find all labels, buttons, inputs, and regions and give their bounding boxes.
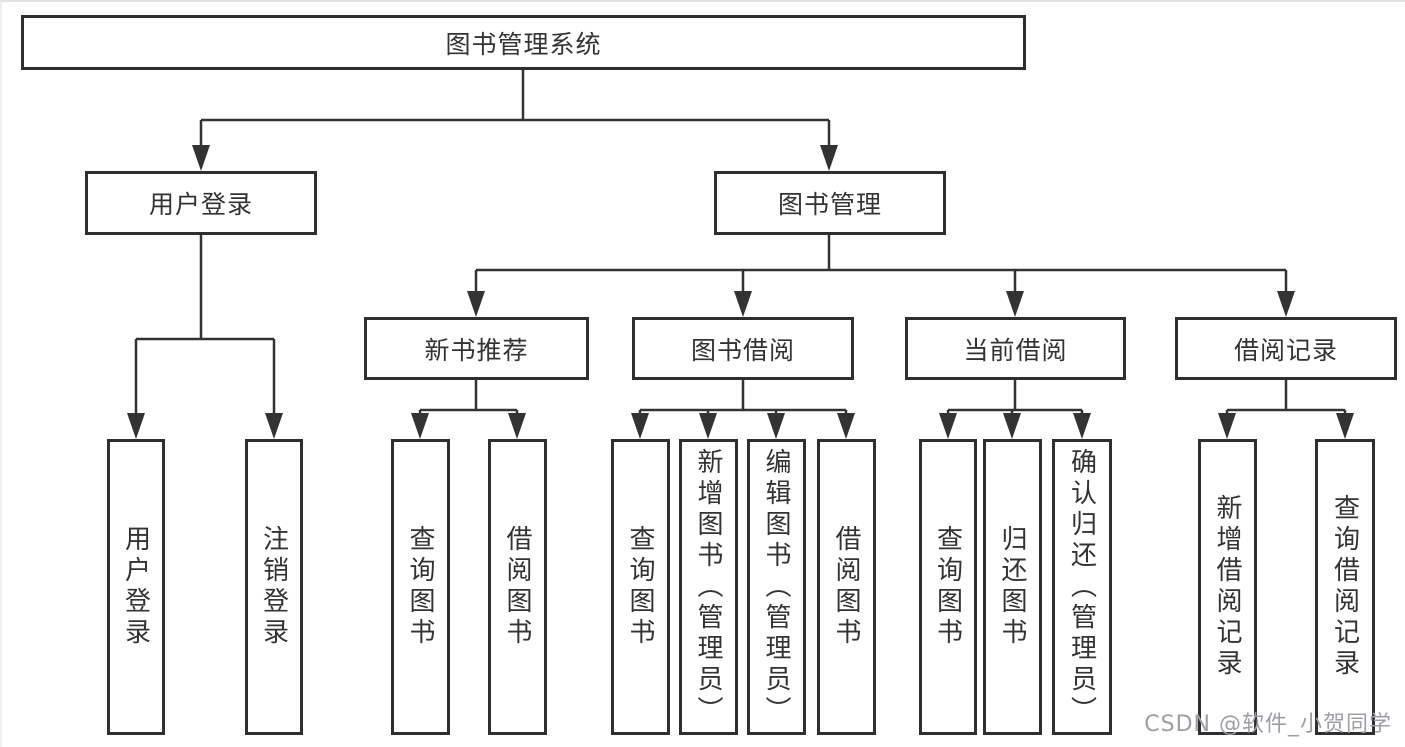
leaf-borrow-book-borrowing: 借阅图书 — [817, 439, 876, 735]
leaf-query-book-borrowing: 查询图书 — [611, 439, 670, 735]
leaf-user-login-label: 用户登录 — [120, 525, 151, 649]
node-current-borrowing: 当前借阅 — [905, 317, 1126, 380]
leaf-logout: 注销登录 — [245, 439, 303, 735]
leaf-borrow-book-recommend-label: 借阅图书 — [502, 525, 532, 649]
leaf-return-book: 归还图书 — [983, 439, 1042, 735]
leaf-confirm-return-admin-label: 确认归还（管理员） — [1066, 447, 1097, 727]
node-current-borrowing-label: 当前借阅 — [963, 335, 1068, 365]
leaf-add-borrow-record: 新增借阅记录 — [1198, 439, 1257, 735]
node-borrowing-records-label: 借阅记录 — [1233, 335, 1338, 365]
node-book-management-label: 图书管理 — [777, 190, 882, 219]
leaf-query-book-recommend: 查询图书 — [391, 439, 450, 735]
leaf-query-borrow-record: 查询借阅记录 — [1315, 439, 1375, 735]
node-root-system: 图书管理系统 — [21, 15, 1026, 70]
csdn-watermark: CSDN @软件_小贺同学 — [1144, 712, 1392, 737]
leaf-add-book-admin: 新增图书（管理员） — [679, 439, 738, 735]
leaf-query-borrow-record-label: 查询借阅记录 — [1329, 494, 1360, 680]
leaf-borrow-book-recommend: 借阅图书 — [488, 439, 547, 735]
leaf-edit-book-admin: 编辑图书（管理员） — [747, 439, 806, 735]
node-user-login: 用户登录 — [85, 171, 317, 235]
leaf-confirm-return-admin: 确认归还（管理员） — [1052, 439, 1112, 735]
leaf-user-login: 用户登录 — [107, 439, 165, 735]
node-borrowing-records: 借阅记录 — [1175, 317, 1397, 380]
leaf-add-book-admin-label: 新增图书（管理员） — [693, 447, 723, 727]
node-book-management: 图书管理 — [714, 171, 946, 235]
node-root-label: 图书管理系统 — [445, 29, 602, 59]
leaf-query-book-current: 查询图书 — [919, 439, 977, 735]
leaf-logout-label: 注销登录 — [258, 525, 289, 649]
leaf-query-book-recommend-label: 查询图书 — [405, 525, 435, 649]
leaf-return-book-label: 归还图书 — [997, 525, 1027, 649]
leaf-query-book-borrowing-label: 查询图书 — [625, 525, 655, 649]
leaf-query-book-current-label: 查询图书 — [932, 525, 963, 649]
leaf-edit-book-admin-label: 编辑图书（管理员） — [761, 447, 791, 727]
node-book-borrowing: 图书借阅 — [632, 317, 854, 380]
node-new-book-recommend: 新书推荐 — [364, 317, 589, 380]
leaf-borrow-book-borrowing-label: 借阅图书 — [831, 525, 861, 649]
node-user-login-label: 用户登录 — [148, 190, 253, 219]
leaf-add-borrow-record-label: 新增借阅记录 — [1212, 494, 1242, 680]
node-new-book-recommend-label: 新书推荐 — [424, 335, 529, 365]
node-book-borrowing-label: 图书借阅 — [690, 335, 795, 365]
